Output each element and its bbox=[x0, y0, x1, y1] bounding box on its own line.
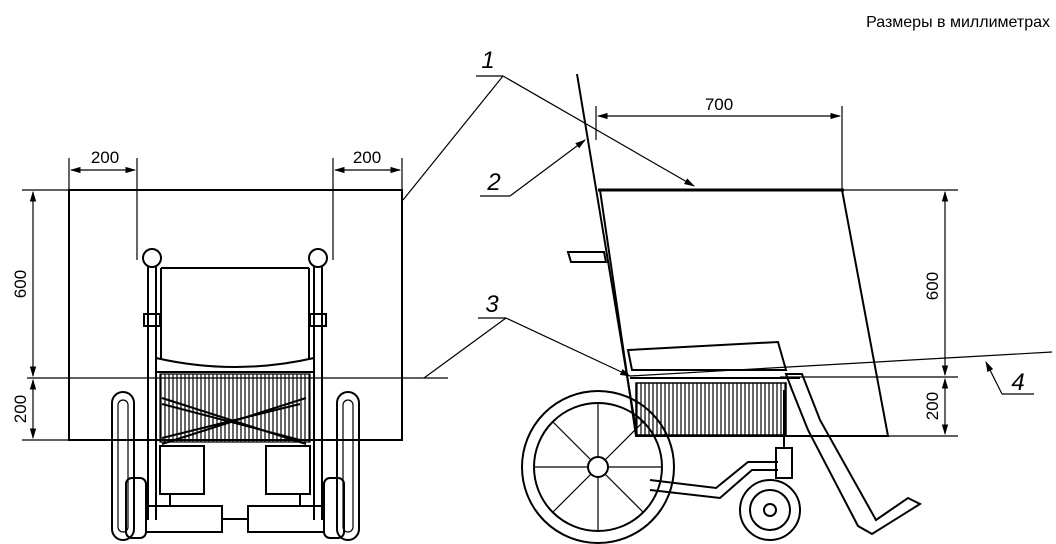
side-view: 700 600 200 bbox=[402, 47, 1053, 544]
callout-3: 3 bbox=[485, 291, 499, 318]
front-right-dim-label: 200 bbox=[353, 148, 381, 167]
callout-4: 4 bbox=[1011, 369, 1024, 396]
leader-3-front bbox=[423, 317, 507, 379]
side-lower-height-label: 200 bbox=[923, 392, 942, 420]
front-view: 200 200 600 200 bbox=[11, 148, 448, 541]
side-reference-line bbox=[629, 351, 1053, 377]
leader-2 bbox=[509, 139, 586, 197]
side-upper-height-label: 600 bbox=[923, 272, 942, 300]
leader-4 bbox=[985, 361, 1003, 395]
leader-1-front bbox=[402, 75, 504, 201]
callout-2: 2 bbox=[486, 169, 500, 196]
front-upper-height-label: 600 bbox=[11, 270, 30, 298]
front-left-dim-label: 200 bbox=[91, 148, 119, 167]
front-wheelchair bbox=[111, 248, 360, 541]
front-lower-height-label: 200 bbox=[11, 395, 30, 423]
side-width-label: 700 bbox=[705, 95, 733, 114]
units-caption: Размеры в миллиметрах bbox=[866, 14, 1050, 31]
callout-1: 1 bbox=[481, 47, 494, 74]
leader-1-side bbox=[502, 75, 695, 187]
side-wheelchair bbox=[521, 251, 923, 544]
side-backrest-line bbox=[576, 73, 638, 437]
leader-3-side bbox=[505, 317, 631, 377]
